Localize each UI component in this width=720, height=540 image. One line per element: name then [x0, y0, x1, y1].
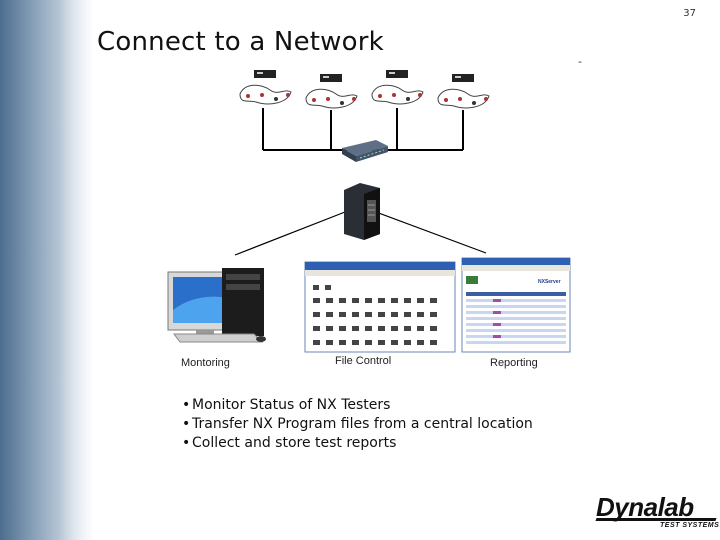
caption-monitoring: Montoring	[181, 357, 230, 369]
bullet-text: Transfer NX Program files from a central…	[192, 416, 533, 432]
tester-3-icon	[371, 70, 424, 105]
dash-mark: -	[578, 55, 582, 68]
bullet-text: Monitor Status of NX Testers	[192, 397, 391, 413]
bullet-item: •Monitor Status of NX Testers	[182, 397, 391, 413]
bullet-item: •Collect and store test reports	[182, 435, 397, 451]
slide-title: Connect to a Network	[97, 27, 384, 57]
caption-file-control: File Control	[335, 355, 392, 367]
bullet-list: •Monitor Status of NX Testers •Transfer …	[182, 396, 533, 453]
server-to-monitor-link	[234, 211, 346, 256]
bullet-text: Collect and store test reports	[192, 435, 397, 451]
caption-reporting: Reporting	[490, 357, 538, 369]
file-control-window-icon	[304, 261, 456, 353]
slide-number: 37	[683, 8, 696, 19]
tester-1-icon	[239, 70, 292, 105]
logo-name: Dynalab	[596, 492, 694, 522]
bullet-item: •Transfer NX Program files from a centra…	[182, 416, 533, 432]
connection-lines	[234, 108, 487, 256]
server-to-reporting-link	[375, 211, 487, 254]
server-tower-icon	[344, 183, 380, 240]
tester-4-icon	[437, 74, 490, 109]
network-hub-icon	[342, 140, 388, 162]
reporting-app-name: NXServer	[538, 279, 561, 285]
dynalab-logo: Dynalab TEST SYSTEMS	[595, 492, 719, 529]
logo-swoosh	[595, 518, 717, 521]
sidebar-fade	[60, 0, 100, 540]
tester-2-icon	[305, 74, 358, 109]
reporting-window-icon: NXServer	[461, 257, 571, 353]
monitoring-computer-icon	[167, 268, 266, 343]
logo-tagline: TEST SYSTEMS	[660, 522, 720, 529]
